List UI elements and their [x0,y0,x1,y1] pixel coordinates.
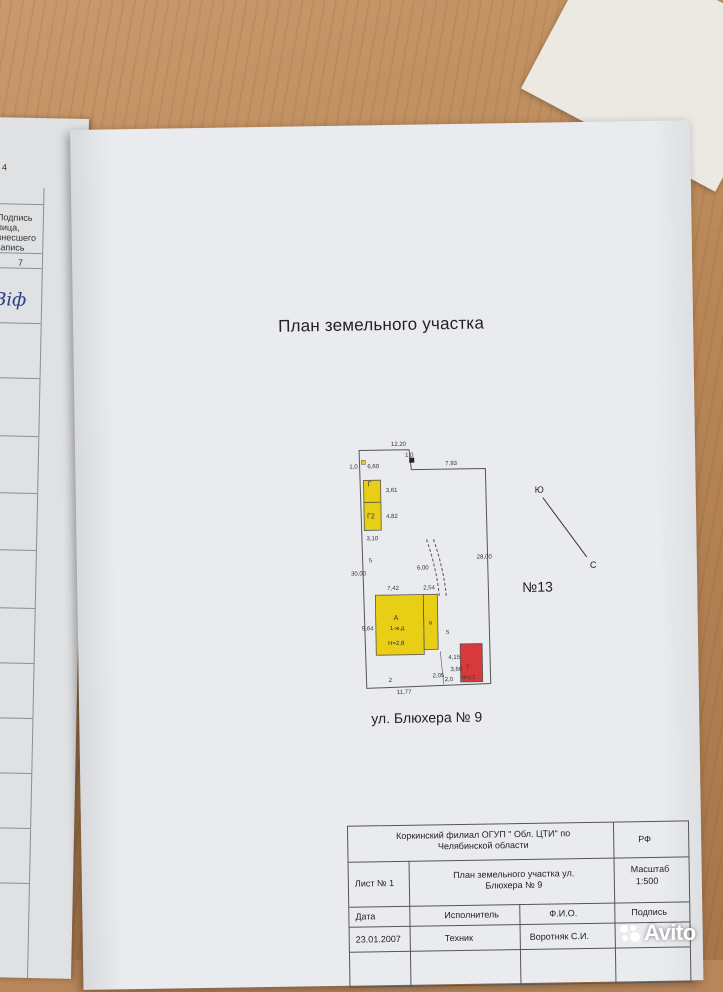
building-label: Н=2,8 [388,641,405,647]
dim-label: 7,93 [445,461,457,467]
dim-label: 7,42 [387,586,399,592]
sheet-number: Лист № 1 [355,878,394,890]
dim-label: 30,00 [351,571,367,577]
dim-label: 28,00 [477,554,493,560]
document-title: План земельного участка ул. Блюхера № 9 [434,868,594,893]
date-value: 23.01.2007 [356,934,401,946]
date-label: Дата [355,911,375,922]
dim-label: 3,60 [450,667,462,673]
dim-label: 11,77 [397,690,412,696]
dim-label: 4,82 [386,514,398,520]
avito-watermark: Avito [618,920,696,946]
page-number: 4 [2,162,7,172]
dim-label: 3,61 [386,488,398,494]
dim-label: 9,64 [362,626,374,632]
building-label: Н=2,2 [462,675,476,681]
dim-label: 2,54 [423,585,435,591]
executor-label: Исполнитель [444,909,499,921]
building-label: Г [368,481,372,488]
scale-label: Масштаб [631,864,670,876]
building-label: Г2 [367,513,375,520]
org-name: Коркинский филиал ОГУП " Обл. ЦТИ" по Че… [368,828,598,854]
title-block: Коркинский филиал ОГУП " Обл. ЦТИ" по Че… [347,820,692,987]
dim-label: 5 [369,558,373,564]
dim-label: 2,0 [445,677,454,683]
neighbor-plot-label: №13 [522,578,553,594]
dim-label: 6,00 [417,565,429,571]
compass: Ю С [531,482,612,573]
page-title: План земельного участка [278,314,484,337]
dim-label: 6,60 [367,464,379,470]
plan-page: План земельного участка 12,20 1,0 7,93 1… [70,120,703,990]
rf-label: РФ [638,834,651,845]
dim-label: 1,0 [349,465,358,471]
building-label: 1-ж.д [390,626,405,632]
signature: Віф [0,289,26,311]
dim-label: 4,15 [448,655,460,661]
site-plan: 12,20 1,0 7,93 1,0 6,60 3,61 4,82 3,10 3… [345,428,539,701]
dim-label: 2 [389,678,393,684]
compass-south: Ю [535,485,544,495]
scale-value: 1:500 [636,876,659,887]
compass-north: С [590,560,597,570]
dim-label: 12,20 [391,442,407,448]
building-g [364,480,382,530]
signature-label: Подпись [631,907,667,919]
fio-value: Воротняк С.И. [530,931,589,943]
executor-value: Техник [445,933,473,944]
dim-label: 5 [446,630,450,636]
avito-text: Avito [644,920,696,945]
street-label: ул. Блюхера № 9 [371,709,482,727]
building-label: А [394,615,399,622]
dim-label: 2,05 [433,673,445,679]
dim-label: 3,10 [366,536,378,542]
avito-logo-icon [618,923,642,943]
fio-label: Ф.И.О. [549,908,577,919]
dim-label: 1,0 [405,453,414,459]
